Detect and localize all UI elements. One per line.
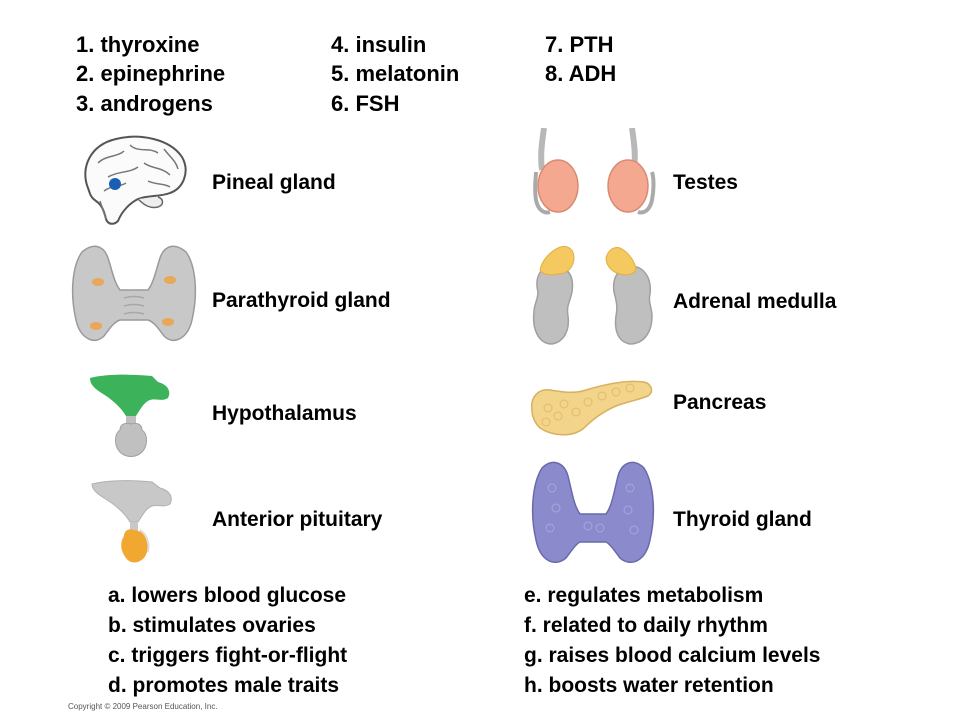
gland-adrenal-medulla: Adrenal medulla [673, 290, 837, 313]
gland-pancreas: Pancreas [673, 391, 767, 414]
function-f: f. related to daily rhythm [524, 614, 768, 637]
gland-anterior-pituitary: Anterior pituitary [212, 508, 383, 531]
gland-parathyroid: Parathyroid gland [212, 289, 391, 312]
hormone-2: 2. epinephrine [76, 61, 226, 86]
pineal-marker [109, 178, 121, 190]
brain-icon [84, 135, 187, 225]
parathyroid-icon [71, 245, 197, 341]
testes-icon [533, 128, 656, 215]
function-e: e. regulates metabolism [524, 584, 764, 607]
hormone-6: 6. FSH [331, 91, 400, 116]
hormone-1: 1. thyroxine [76, 32, 200, 57]
thyroid-icon [531, 461, 655, 563]
copyright-notice: Copyright © 2009 Pearson Education, Inc. [68, 702, 218, 711]
function-g: g. raises blood calcium levels [524, 644, 821, 667]
function-h: h. boosts water retention [524, 674, 774, 697]
function-c: c. triggers fight-or-flight [108, 644, 348, 667]
hormone-7: 7. PTH [545, 32, 614, 57]
hormone-8: 8. ADH [545, 61, 617, 86]
adrenal-icon [532, 245, 653, 345]
hormone-3: 3. androgens [76, 91, 213, 116]
function-b: b. stimulates ovaries [108, 614, 316, 637]
anterior-pituitary-icon [91, 480, 172, 563]
gland-testes: Testes [673, 171, 738, 194]
gland-pineal: Pineal gland [212, 171, 336, 194]
hypothalamus-icon [90, 374, 170, 457]
gland-hypothalamus: Hypothalamus [212, 402, 357, 425]
pancreas-icon [530, 380, 653, 436]
hormone-5: 5. melatonin [331, 61, 460, 86]
function-d: d. promotes male traits [108, 674, 340, 697]
function-a: a. lowers blood glucose [108, 584, 347, 607]
gland-thyroid: Thyroid gland [673, 508, 812, 531]
hormone-4: 4. insulin [331, 32, 427, 57]
